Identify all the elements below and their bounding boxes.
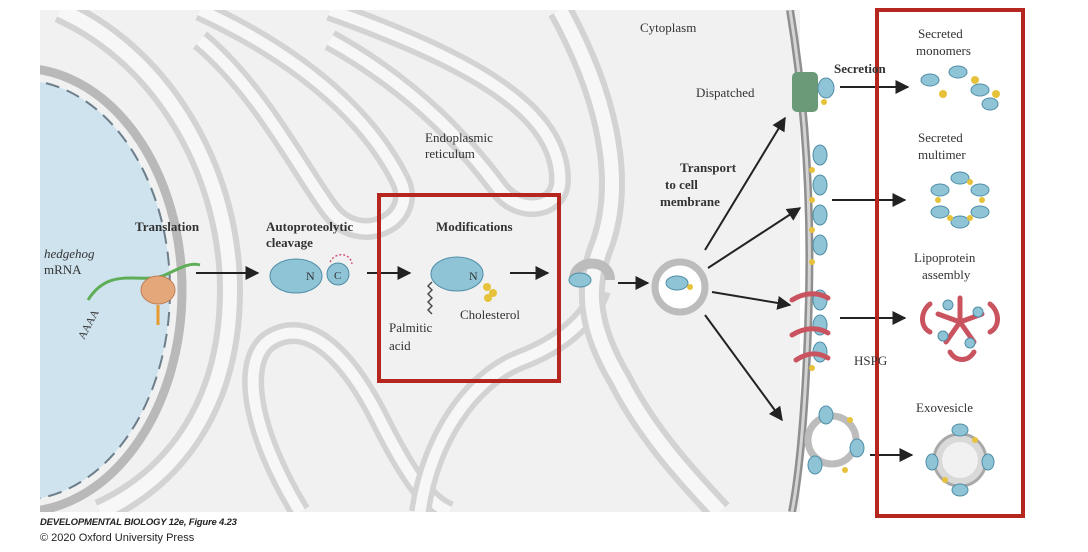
label-lipoprotein-line2: assembly <box>922 267 971 282</box>
exovesicle <box>925 423 995 497</box>
label-c-terminal: C <box>334 270 341 282</box>
er-budding-vesicle <box>568 258 615 288</box>
secretion-forms-highlight-box <box>875 8 1025 518</box>
copyright-notice: © 2020 Oxford University Press <box>40 532 195 544</box>
label-mrna: mRNA <box>44 262 82 277</box>
membrane-hedgehog-chain <box>809 144 828 371</box>
nucleus <box>40 81 170 499</box>
label-exovesicle: Exovesicle <box>916 400 973 415</box>
label-dispatched: Dispatched <box>696 85 755 100</box>
label-palmitic-line1: Palmitic <box>389 320 433 335</box>
label-secreted-monomers-line2: monomers <box>916 43 971 58</box>
label-secreted-monomers-line1: Secreted <box>918 26 963 41</box>
label-cytoplasm: Cytoplasm <box>640 20 696 35</box>
ribosome-mrna <box>86 262 201 325</box>
label-modifications: Modifications <box>436 219 513 234</box>
secreted-multimer <box>930 171 990 229</box>
hspg-molecules <box>789 291 831 363</box>
label-lipoprotein-line1: Lipoprotein <box>914 250 976 265</box>
label-transport-line1: Transport <box>680 160 737 175</box>
label-hspg: HSPG <box>854 353 887 368</box>
pathway-arrows <box>196 80 914 462</box>
label-n-terminal: N <box>306 269 315 283</box>
label-autoproteolytic-line2: cleavage <box>266 235 313 250</box>
modified-hedgehog <box>427 256 497 315</box>
label-hedgehog: hedgehog <box>44 246 95 261</box>
label-transport-line3: membrane <box>660 194 720 209</box>
label-translation: Translation <box>135 219 200 234</box>
label-er-line1: Endoplasmic <box>425 130 493 145</box>
label-er-line2: reticulum <box>425 146 475 161</box>
label-autoproteolytic-line1: Autoproteolytic <box>266 219 353 234</box>
figure-caption: DEVELOPMENTAL BIOLOGY 12e, Figure 4.23 <box>40 517 237 528</box>
modifications-highlight-box <box>377 193 561 383</box>
dispatched-transporter <box>792 72 835 112</box>
label-cholesterol: Cholesterol <box>460 307 520 322</box>
exovesicle-budding <box>804 405 865 475</box>
label-secretion: Secretion <box>834 61 887 76</box>
secreted-monomers <box>920 65 1000 111</box>
cleaved-hedgehog <box>269 254 353 294</box>
label-secreted-multimer-line2: multimer <box>918 147 966 162</box>
transport-vesicle <box>651 258 709 316</box>
lipoprotein-particle <box>920 295 1000 362</box>
ribosome <box>140 275 176 305</box>
label-secreted-multimer-line1: Secreted <box>918 130 963 145</box>
label-n-terminal-modified: N <box>469 269 478 283</box>
label-transport-line2: to cell <box>665 177 698 192</box>
label-palmitic-line2: acid <box>389 338 411 353</box>
